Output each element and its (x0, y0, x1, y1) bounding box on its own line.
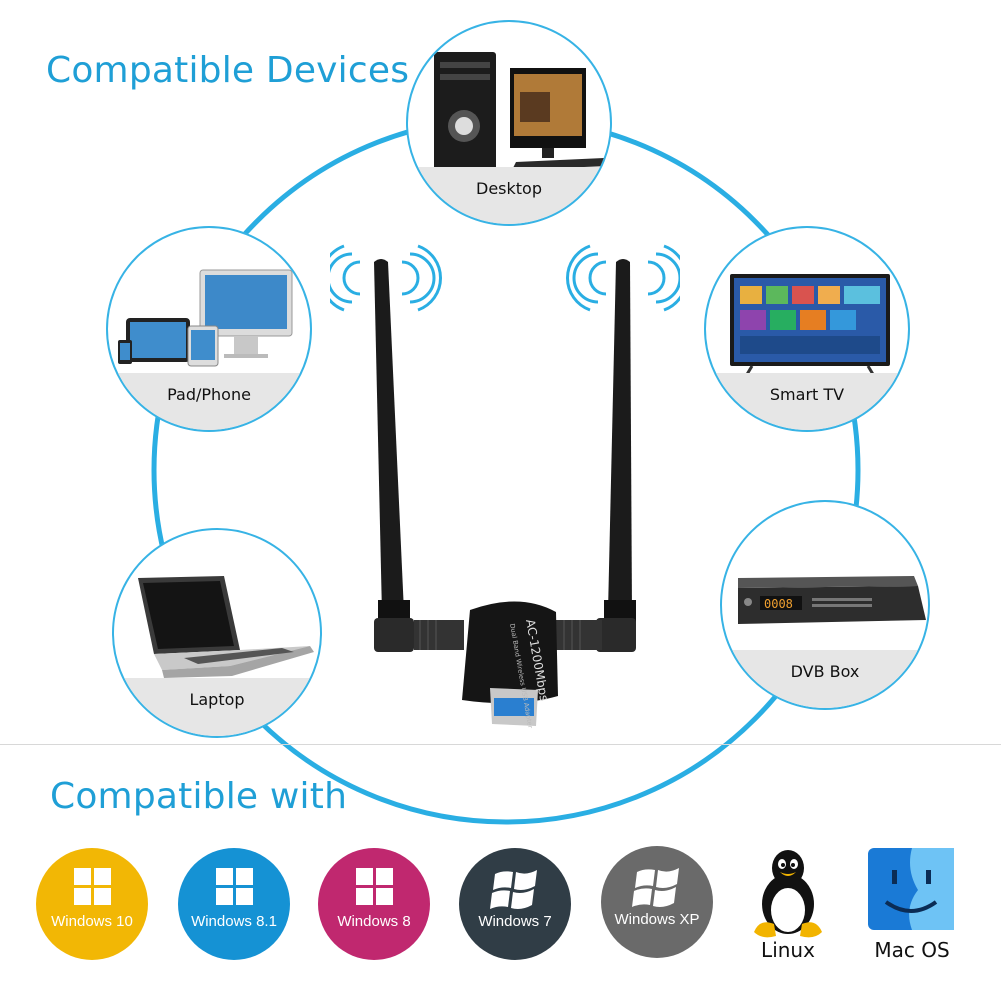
section-divider (0, 744, 1001, 745)
os-label: Windows 7 (478, 913, 552, 930)
device-smart-tv: Smart TV (704, 226, 910, 432)
device-label: Smart TV (769, 385, 845, 405)
os-label: Windows XP (614, 911, 700, 928)
right-antenna (556, 259, 636, 652)
left-antenna (374, 259, 464, 652)
windows-flag-icon (490, 870, 537, 909)
device-label: Laptop (189, 690, 245, 710)
windows-logo-icon (356, 868, 393, 905)
device-dvb-box: 0008 DVB Box (720, 500, 930, 710)
windows-logo-icon (74, 868, 111, 905)
os-windows-8: Windows 8 (318, 848, 430, 960)
smart-tv-icon (730, 274, 890, 377)
os-label: Windows 10 (51, 913, 133, 930)
os-windows-8-1: Windows 8.1 (178, 848, 290, 960)
tablet-phone-icon (118, 269, 293, 367)
wifi-signal-icon (330, 244, 443, 312)
os-windows-10: Windows 10 (36, 848, 148, 960)
desktop-icon (434, 52, 608, 172)
device-label: Pad/Phone (167, 385, 251, 405)
os-windows-xp: Windows XP (601, 846, 713, 958)
device-label: Desktop (476, 179, 542, 199)
compatible-devices-heading: Compatible Devices (46, 50, 410, 91)
os-label: Windows 8 (337, 913, 411, 930)
device-pad-phone: Pad/Phone (106, 226, 312, 432)
svg-text:0008: 0008 (764, 597, 793, 611)
linux-tux-icon (754, 850, 822, 938)
compatible-with-heading: Compatible with (50, 776, 348, 817)
device-desktop: Desktop (406, 20, 612, 226)
mac-finder-icon (868, 848, 954, 930)
wifi-signal-icon (565, 244, 680, 312)
laptop-icon (138, 576, 314, 678)
dvb-box-icon: 0008 (738, 576, 926, 624)
device-label: DVB Box (790, 662, 860, 682)
usb-wifi-adapter: AC-1200Mbps Dual Band Wireless USB Adapt… (330, 244, 680, 729)
os-label: Windows 8.1 (191, 913, 277, 930)
os-windows-7: Windows 7 (459, 848, 571, 960)
device-laptop: Laptop (112, 528, 322, 738)
linux-label: Linux (761, 938, 815, 962)
windows-flag-icon (632, 868, 679, 907)
windows-logo-icon (216, 868, 253, 905)
mac-os-label: Mac OS (874, 938, 950, 962)
